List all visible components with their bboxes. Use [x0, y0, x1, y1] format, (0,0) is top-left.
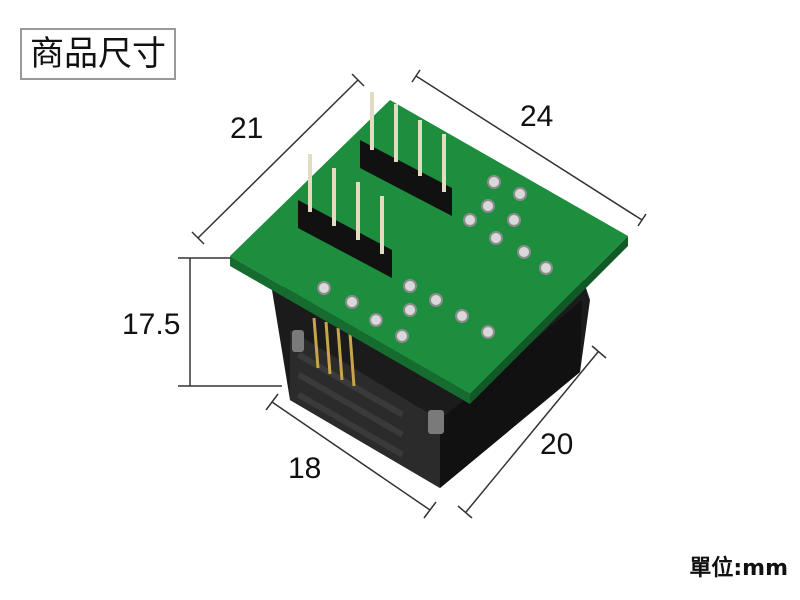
dimension-height: 17.5	[122, 308, 181, 341]
dimension-top-left: 21	[230, 112, 264, 145]
dimension-bottom-left: 18	[288, 452, 322, 485]
pcb-holes	[317, 175, 553, 343]
unit-label: 單位:mm	[689, 556, 788, 581]
pin-header-front	[298, 154, 392, 278]
dimension-top-right: 24	[520, 100, 554, 133]
dimension-lines	[178, 69, 647, 519]
green-pcb	[230, 100, 628, 404]
product-size-title: 商品尺寸	[20, 28, 176, 80]
pin-header-back	[360, 92, 452, 216]
dimension-bottom-right: 20	[540, 428, 574, 461]
